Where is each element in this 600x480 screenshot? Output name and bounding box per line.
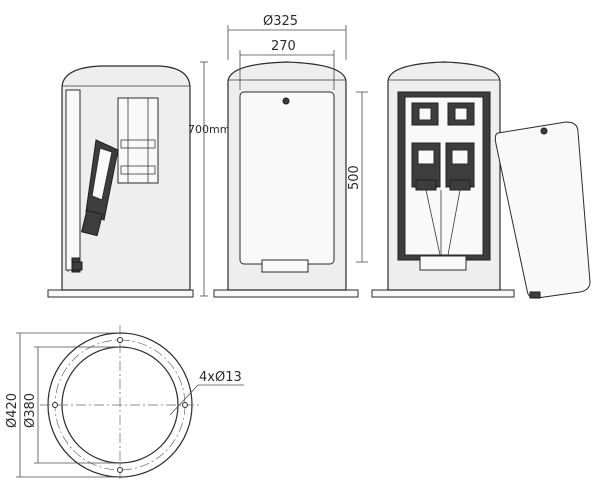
height-dimension: 700mm xyxy=(188,61,230,297)
socket-icon xyxy=(411,142,441,191)
holes-label: 4xØ13 xyxy=(199,370,242,385)
height-label: 700mm xyxy=(188,123,230,136)
bolt-hole-icon xyxy=(117,337,123,343)
socket-icon xyxy=(80,139,119,237)
open-door xyxy=(494,121,591,299)
lock-icon xyxy=(282,97,290,105)
outer-diameter-label: Ø420 xyxy=(5,393,20,428)
inner-diameter-label: Ø380 xyxy=(23,393,38,428)
panel-height-dimension: 500 xyxy=(347,91,368,263)
bolt-hole-icon xyxy=(117,467,123,473)
lock-icon xyxy=(540,127,548,135)
inner-diameter-dimension: Ø380 xyxy=(23,346,120,464)
socket-icon xyxy=(445,142,475,191)
outer-diameter-dimension: Ø420 xyxy=(5,332,120,478)
cable-flap xyxy=(261,259,309,273)
side-view-open xyxy=(47,65,194,298)
mounting-rail xyxy=(117,97,159,184)
base-plan-view xyxy=(40,325,200,480)
cable-flap xyxy=(419,255,467,271)
bolt-hole-icon xyxy=(182,402,188,408)
door-edge xyxy=(65,89,81,271)
top-width-label: Ø325 xyxy=(263,14,298,29)
base-plate xyxy=(213,289,359,298)
front-view-closed xyxy=(213,61,359,298)
door-panel xyxy=(239,91,335,265)
bolt-hole-icon xyxy=(52,402,58,408)
holes-dimension: 4xØ13 xyxy=(169,370,244,416)
top-width-dimension: Ø325 xyxy=(227,14,347,60)
base-plate xyxy=(371,289,515,298)
panel-height-label: 500 xyxy=(347,165,362,190)
inner-width-label: 270 xyxy=(271,39,296,54)
front-view-open-door xyxy=(371,61,591,299)
inner-width-dimension: 270 xyxy=(239,39,335,90)
base-plate xyxy=(47,289,194,298)
